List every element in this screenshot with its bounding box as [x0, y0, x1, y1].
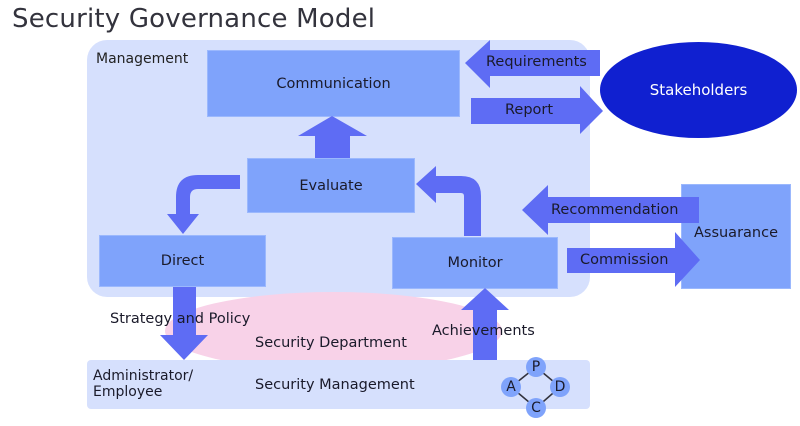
evaluate-to-direct-arrow	[167, 175, 240, 234]
recommendation-arrow	[522, 185, 699, 235]
monitor-to-evaluate-arrow	[416, 166, 481, 236]
pdca-check-label: C	[531, 400, 541, 416]
monitor-box: Monitor	[392, 237, 558, 289]
report-label: Report	[505, 102, 554, 118]
evaluate-to-communication-arrow	[298, 116, 367, 158]
employee-label: Employee	[93, 384, 163, 400]
pdca-do-circle: D	[550, 377, 570, 397]
strategy-policy-label: Strategy and Policy	[110, 311, 251, 327]
direct-box: Direct	[99, 235, 266, 287]
diagram-title: Security Governance Model	[12, 4, 376, 34]
direct-label: Direct	[160, 253, 205, 269]
communication-label: Communication	[276, 75, 391, 92]
security-department-label: Security Department	[255, 335, 407, 351]
pdca-plan-label: P	[531, 359, 541, 375]
requirements-arrow	[465, 40, 600, 88]
report-arrow	[471, 86, 603, 134]
achievements-arrow	[461, 288, 509, 360]
administrator-label: Administrator/	[93, 368, 194, 384]
assurance-box: Assuarance	[681, 184, 791, 289]
requirements-label: Requirements	[486, 54, 587, 70]
evaluate-label: Evaluate	[299, 177, 363, 194]
management-label: Management	[96, 51, 189, 67]
stakeholders-label: Stakeholders	[649, 81, 748, 99]
communication-box: Communication	[207, 50, 460, 117]
strategy-policy-arrow	[160, 287, 208, 360]
pdca-check-circle: C	[526, 398, 546, 418]
security-management-label: Security Management	[255, 377, 415, 393]
security-department-ellipse	[165, 292, 502, 370]
achievements-label: Achievements	[432, 323, 535, 339]
recommendation-label: Recommendation	[551, 202, 679, 218]
pdca-plan-circle: P	[526, 357, 546, 377]
pdca-act-circle: A	[501, 377, 521, 397]
commission-arrow	[567, 232, 700, 287]
administrator-employee-label: Administrator/ Employee	[93, 368, 193, 400]
pdca-act-label: A	[506, 379, 516, 395]
evaluate-box: Evaluate	[247, 158, 415, 213]
assurance-label: Assuarance	[693, 224, 779, 241]
stakeholders-ellipse: Stakeholders	[600, 42, 797, 138]
pdca-do-label: D	[554, 379, 566, 395]
monitor-label: Monitor	[447, 255, 503, 271]
commission-label: Commission	[580, 252, 669, 268]
